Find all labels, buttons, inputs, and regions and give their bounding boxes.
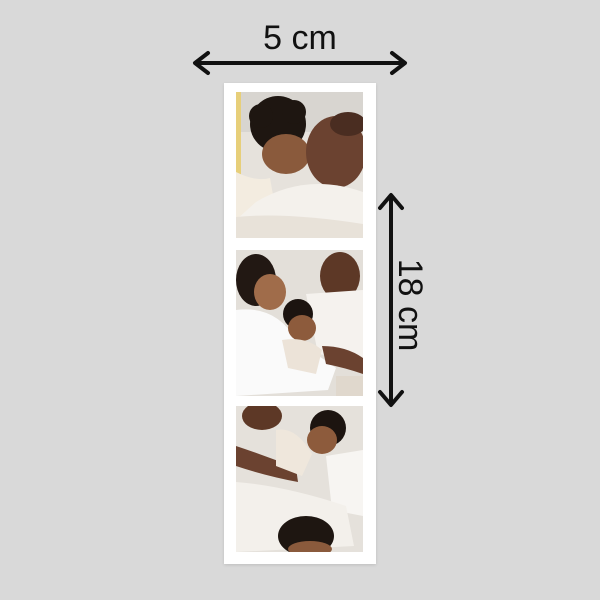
height-dimension-arrow: [378, 193, 404, 407]
photo-strip: [224, 83, 376, 564]
width-dimension-label: 5 cm: [263, 19, 337, 57]
photo-2: [236, 250, 363, 396]
width-dimension-arrow: [193, 51, 407, 75]
photo-1: [236, 92, 363, 238]
photo-3: [236, 406, 363, 552]
height-dimension-label: 18 cm: [391, 258, 429, 352]
